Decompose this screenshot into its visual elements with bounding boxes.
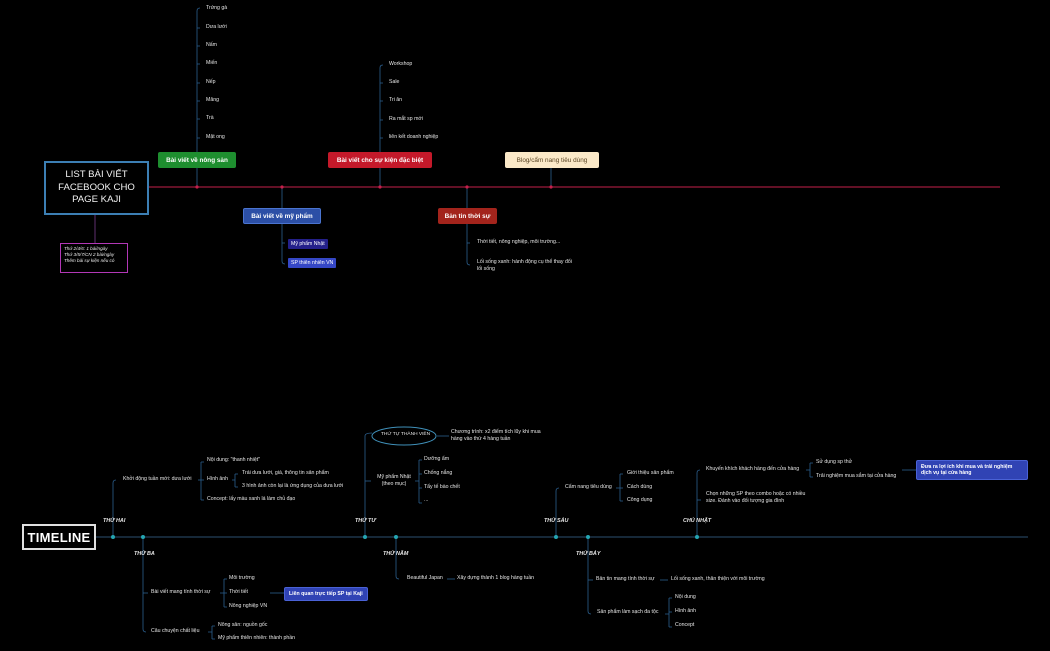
wed-item: Chống nắng: [424, 470, 453, 476]
mon-hinh-anh: Hình ảnh: [207, 476, 229, 482]
sat-sach-item: Nội dung: [675, 594, 696, 600]
note-line: Thứ 3/5/7/CN 2 bài/ngày: [64, 251, 115, 257]
day-sat: THỨ BẢY: [576, 551, 601, 557]
blog-node: Blog/cẩm nang tiêu dùng: [505, 152, 599, 168]
nong-san-item: Mật ong: [206, 134, 225, 140]
sat-sach-item: Hình ảnh: [675, 608, 697, 614]
su-kien-item: Workshop: [389, 61, 413, 67]
nong-san-item: Măng: [206, 97, 219, 103]
fri-item: Giới thiệu sản phẩm: [627, 470, 674, 476]
sun-kk-item: Trải nghiệm mua sắm tại cửa hàng: [816, 473, 897, 479]
nong-san-item: Trà: [206, 115, 214, 121]
note-line: Thứ 2/4/6: 1 bài/ngày: [64, 246, 108, 251]
main-title-line: FACEBOOK CHO: [58, 181, 135, 193]
day-sun: CHỦ NHẬT: [683, 518, 712, 524]
thoi-su-node: Bản tin thời sự: [438, 208, 497, 224]
tue-chat-lieu-item: Nông sản: nguồn gốc: [218, 622, 268, 628]
main-title-line: LIST BÀI VIẾT: [65, 168, 128, 180]
sat-sach: Sản phẩm làm sạch đa tộc: [597, 609, 659, 615]
my-pham-item: Mỹ phẩm Nhật: [288, 239, 328, 249]
tue-thoi-su-item: Thời tiết: [229, 589, 248, 595]
wed-member: THỨ TỰ THÀNH VIÊN: [381, 432, 431, 437]
su-kien-item: liên kết doanh nghiệp: [389, 134, 439, 140]
nong-san-item: Miến: [206, 60, 218, 66]
day-mon: THỨ HAI: [103, 518, 126, 524]
mon-main: Khởi động tuần mới: dưa lưới: [123, 476, 192, 482]
nong-san-item: Nếp: [206, 79, 216, 85]
day-tue: THỨ BA: [134, 551, 155, 557]
wed-item: Tẩy tế bào chết: [424, 484, 460, 490]
my-pham-item: SP thiên nhiên VN: [288, 258, 337, 268]
mon-hinh-anh-item: 3 hình ảnh còn lại là ứng dụng của dưa l…: [242, 483, 344, 489]
mon-hinh-anh-item: Trái dưa lưới, giá, thông tin sản phẩm: [242, 470, 329, 476]
timeline-title: TIMELINE: [22, 524, 96, 550]
tue-tag: Liên quan trực tiếp SP tại Kaji: [284, 587, 368, 601]
sun-khuyen-khich: Khuyến khích khách hàng đến cửa hàng: [706, 466, 800, 472]
su-kien-item: Ra mắt sp mới: [389, 116, 423, 122]
nong-san-item: Trứng gà: [206, 5, 228, 11]
thoi-su-item: Thời tiết, nông nghiệp, môi trường...: [477, 239, 561, 245]
wed-program: Chương trình: x2 điểm tích lũy khi mua h…: [451, 429, 541, 442]
fri-item: Công dụng: [627, 497, 653, 503]
sat-sach-item: Concept: [675, 622, 695, 628]
timeline-title-text: TIMELINE: [27, 529, 91, 545]
fri-main: Cẩm nang tiêu dùng: [565, 484, 612, 490]
tue-thoi-su-item: Môi trường: [229, 575, 255, 581]
sun-kk-item: Sử dụng sp thử: [816, 459, 853, 465]
sat-thoi-su: Bản tin mang tính thời sự: [596, 576, 655, 582]
thoi-su-item: Lối sống xanh: hành động cụ thể thay đổi…: [477, 259, 572, 272]
tue-chat-lieu-item: Mỹ phẩm thiên nhiên: thành phần: [218, 635, 296, 641]
sun-combo: Chọn những SP theo combo hoặc có nhiều s…: [706, 491, 806, 504]
su-kien-node: Bài viết cho sự kiện đặc biệt: [328, 152, 432, 168]
tue-thoi-su-item: Nông nghiệp VN: [229, 603, 268, 609]
note-box: Thứ 2/4/6: 1 bài/ngày Thứ 3/5/7/CN 2 bài…: [60, 243, 128, 273]
main-title-line: PAGE KAJI: [72, 194, 121, 206]
su-kien-item: Tri ân: [389, 97, 403, 103]
su-kien-item: Sale: [389, 79, 400, 85]
wed-item: ...: [424, 497, 429, 503]
thu-sub: Xây dựng thành 1 blog hàng tuần: [457, 575, 535, 581]
fri-item: Cách dùng: [627, 484, 653, 490]
tue-chat-lieu: Câu chuyện chất liệu: [151, 628, 200, 634]
mon-concept: Concept: lấy màu xanh lá làm chủ đạo: [207, 496, 296, 502]
nong-san-item: Nấm: [206, 42, 217, 48]
nong-san-item: Dưa lưới: [206, 24, 227, 30]
thu-main: Beautiful Japan: [407, 575, 443, 581]
day-thu: THỨ NĂM: [383, 551, 409, 557]
nong-san-node: Bài viết về nông sản: [158, 152, 236, 168]
my-pham-node: Bài viết về mỹ phẩm: [243, 208, 321, 224]
main-title-box: LIST BÀI VIẾT FACEBOOK CHO PAGE KAJI: [44, 161, 149, 215]
sun-tag: Đưa ra lợi ích khi mua và trải nghiệm dị…: [916, 460, 1028, 481]
tue-thoi-su: Bài viết mang tính thời sự: [151, 589, 211, 595]
mon-noi-dung: Nội dung: "thanh nhiệt": [207, 457, 261, 463]
note-line: Thêm bài sự kiện nếu có: [64, 257, 115, 263]
wed-item: Dưỡng ẩm: [424, 456, 450, 462]
sat-thoi-su-sub: Lối sống xanh, thân thiện với môi trường: [671, 576, 765, 582]
day-wed: THỨ TƯ: [355, 518, 376, 524]
day-fri: THỨ SÁU: [544, 518, 569, 524]
wed-my-pham: Mỹ phẩm Nhật (theo mục): [377, 474, 411, 487]
